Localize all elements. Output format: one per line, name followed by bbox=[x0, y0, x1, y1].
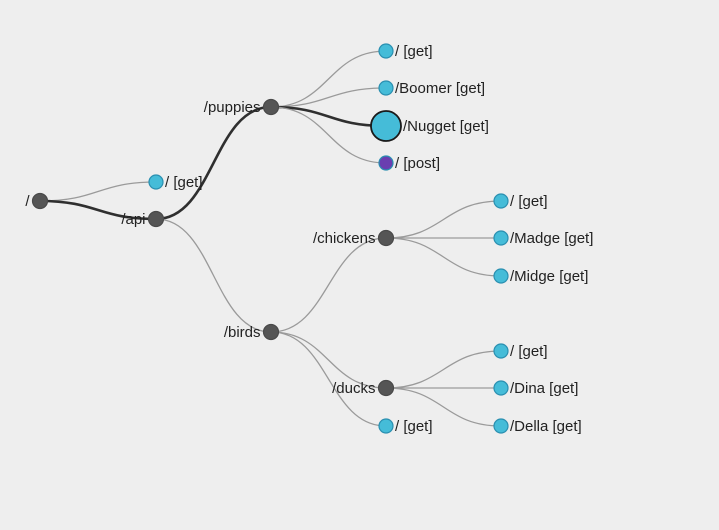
node-boomer-endpoint[interactable] bbox=[378, 80, 394, 96]
link-api-to-puppies-highlighted bbox=[155, 105, 272, 221]
link-puppies-to-puppies-post bbox=[270, 106, 387, 164]
labels-layer: / / [get] /api/puppies / [get] /Boomer [get]… bbox=[25, 43, 593, 435]
node-della-endpoint[interactable] bbox=[493, 418, 509, 434]
link-ducks-to-della bbox=[385, 387, 502, 427]
node-dina-endpoint[interactable] bbox=[493, 380, 509, 396]
link-chickens-to-midge bbox=[385, 237, 502, 277]
link-birds-to-ducks bbox=[270, 331, 387, 389]
node-root-route[interactable] bbox=[31, 192, 49, 210]
node-root-get-endpoint[interactable] bbox=[148, 174, 164, 190]
label-nugget: /Nugget [get] bbox=[403, 118, 489, 135]
label-root-get: / [get] bbox=[165, 174, 203, 191]
node-puppies-post-endpoint[interactable] bbox=[378, 155, 394, 171]
node-birds-get-endpoint[interactable] bbox=[378, 418, 394, 434]
link-api-to-birds bbox=[155, 218, 272, 333]
link-birds-to-chickens bbox=[270, 237, 387, 333]
node-nugget-endpoint[interactable] bbox=[370, 110, 402, 142]
label-birds-get: / [get] bbox=[395, 418, 433, 435]
link-puppies-to-nugget-highlighted bbox=[270, 105, 387, 128]
label-root: / bbox=[25, 193, 30, 210]
label-puppies-post: / [post] bbox=[395, 155, 440, 172]
node-madge-endpoint[interactable] bbox=[493, 230, 509, 246]
node-birds-route[interactable] bbox=[262, 323, 280, 341]
link-root-to-api-highlighted bbox=[39, 199, 157, 221]
label-dina: /Dina [get] bbox=[510, 380, 578, 397]
label-midge: /Midge [get] bbox=[510, 268, 588, 285]
label-della: /Della [get] bbox=[510, 418, 582, 435]
node-api-route[interactable] bbox=[147, 210, 165, 228]
link-chickens-to-chickens-get bbox=[385, 200, 502, 239]
label-madge: /Madge [get] bbox=[510, 230, 593, 247]
label-puppies-get: / [get] bbox=[395, 43, 433, 60]
label-chickens: /chickens bbox=[313, 230, 376, 247]
link-root-to-root-get bbox=[39, 181, 157, 202]
node-ducks-route[interactable] bbox=[377, 379, 395, 397]
node-chickens-get-endpoint[interactable] bbox=[493, 193, 509, 209]
links-layer bbox=[39, 50, 502, 427]
node-ducks-get-endpoint[interactable] bbox=[493, 343, 509, 359]
node-midge-endpoint[interactable] bbox=[493, 268, 509, 284]
label-birds: /birds bbox=[224, 324, 261, 341]
nodes-layer bbox=[31, 43, 509, 434]
link-puppies-to-puppies-get bbox=[270, 50, 387, 108]
label-api: /api bbox=[121, 211, 145, 228]
link-puppies-to-boomer bbox=[270, 87, 387, 108]
label-boomer: /Boomer [get] bbox=[395, 80, 485, 97]
node-puppies-get-endpoint[interactable] bbox=[378, 43, 394, 59]
label-ducks: /ducks bbox=[332, 380, 375, 397]
label-ducks-get: / [get] bbox=[510, 343, 548, 360]
link-birds-to-birds-get bbox=[270, 331, 387, 427]
label-chickens-get: / [get] bbox=[510, 193, 548, 210]
node-puppies-route[interactable] bbox=[262, 98, 280, 116]
node-chickens-route[interactable] bbox=[377, 229, 395, 247]
link-ducks-to-ducks-get bbox=[385, 350, 502, 389]
label-puppies: /puppies bbox=[204, 99, 261, 116]
